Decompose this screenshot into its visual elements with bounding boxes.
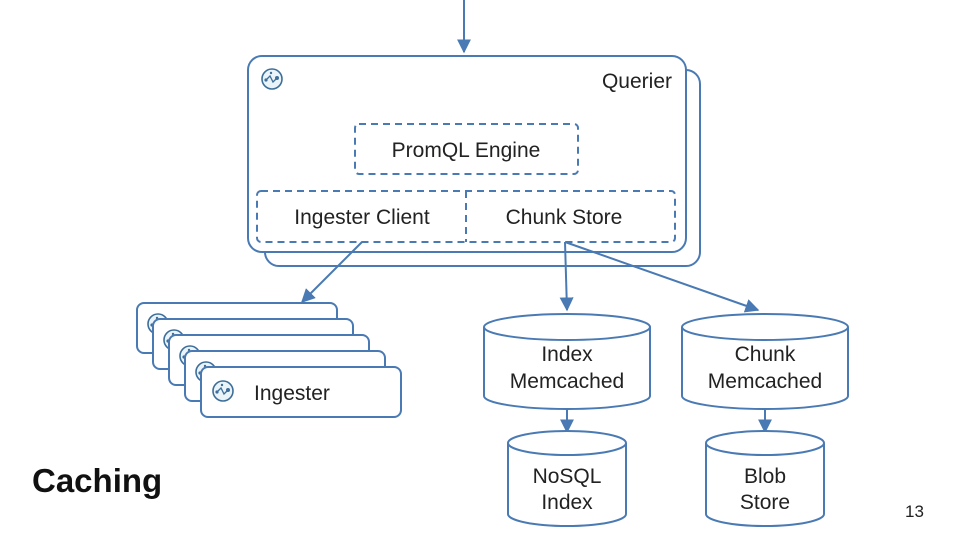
chunk-memcached-line1: Chunk bbox=[735, 343, 796, 366]
querier-icon bbox=[261, 68, 283, 90]
chunk-memcached-line2: Memcached bbox=[708, 370, 822, 393]
index-memcached-line1: Index bbox=[541, 343, 593, 366]
promql-engine-box bbox=[354, 123, 579, 175]
ingester-stack bbox=[136, 302, 402, 418]
promql-engine-label: PromQL Engine bbox=[392, 139, 541, 162]
arrow-store-to-chunk-memcached bbox=[564, 241, 760, 313]
ingester-client-label: Ingester Client bbox=[294, 206, 430, 229]
slide-title: Caching bbox=[32, 462, 163, 499]
page-number: 13 bbox=[905, 502, 924, 521]
arrow-client-to-ingester bbox=[301, 241, 363, 303]
blob-store-cylinder bbox=[705, 430, 825, 527]
chunk-store-label: Chunk Store bbox=[506, 206, 623, 229]
querier-box bbox=[247, 55, 687, 253]
blob-store-line2: Store bbox=[740, 491, 790, 514]
ingester-icon bbox=[212, 380, 234, 402]
nosql-index-cylinder bbox=[507, 430, 627, 527]
arrow-store-to-index-memcached bbox=[559, 241, 574, 312]
index-memcached-line2: Memcached bbox=[510, 370, 624, 393]
blob-store-line1: Blob bbox=[744, 465, 786, 488]
chunk-memcached-cylinder bbox=[681, 313, 849, 410]
ingester-label: Ingester bbox=[254, 382, 330, 405]
index-memcached-cylinder bbox=[483, 313, 651, 410]
nosql-index-line1: NoSQL bbox=[533, 465, 602, 488]
querier-label: Querier bbox=[602, 70, 672, 93]
nosql-index-line2: Index bbox=[541, 491, 593, 514]
ingester-box bbox=[200, 366, 402, 418]
